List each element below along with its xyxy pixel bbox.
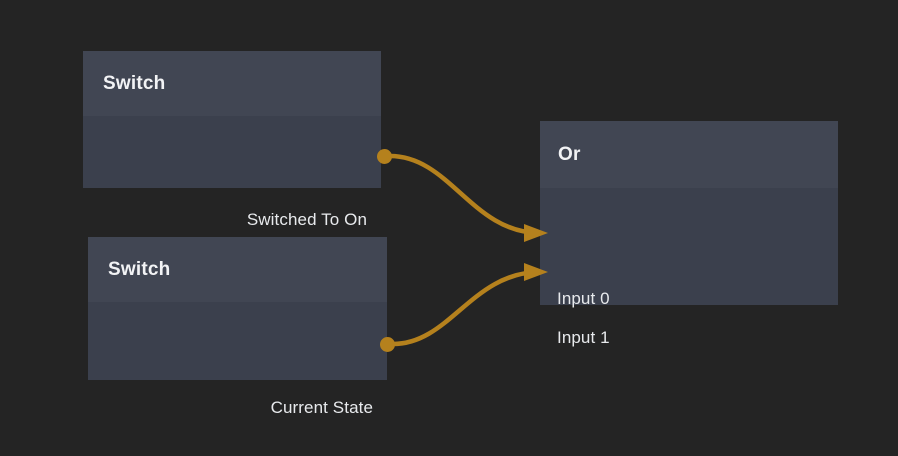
input-port-arrow-icon[interactable] <box>524 261 550 283</box>
output-port-label: Current State <box>270 398 373 417</box>
node-body: Input 0 Input 1 <box>540 188 838 347</box>
connection-wire <box>390 269 543 347</box>
output-port-label: Switched To On <box>246 210 367 229</box>
node-switch-1[interactable]: Switch Switched To On <box>83 51 381 229</box>
input-port-row[interactable]: Input 0 <box>557 289 610 309</box>
node-title: Switch <box>103 72 166 94</box>
node-body: Current State <box>88 302 387 417</box>
node-switch-2[interactable]: Switch Current State <box>88 237 387 417</box>
node-title: Switch <box>108 258 171 280</box>
output-port-row[interactable]: Switched To On <box>247 210 367 230</box>
node-header[interactable]: Switch <box>88 237 387 302</box>
node-body: Switched To On <box>83 116 381 229</box>
input-port-row[interactable]: Input 1 <box>557 328 610 348</box>
node-title: Or <box>558 143 581 165</box>
output-port-row[interactable]: Current State <box>271 398 373 418</box>
input-port-label: Input 0 <box>557 289 610 308</box>
input-port-arrow-icon[interactable] <box>524 222 550 244</box>
connection-wire <box>387 153 543 236</box>
node-header[interactable]: Or <box>540 121 838 188</box>
node-or[interactable]: Or Input 0 Input 1 <box>540 121 838 347</box>
input-port-label: Input 1 <box>557 328 610 347</box>
output-port-dot[interactable] <box>379 336 395 352</box>
output-port-dot[interactable] <box>376 148 392 164</box>
node-header[interactable]: Switch <box>83 51 381 116</box>
